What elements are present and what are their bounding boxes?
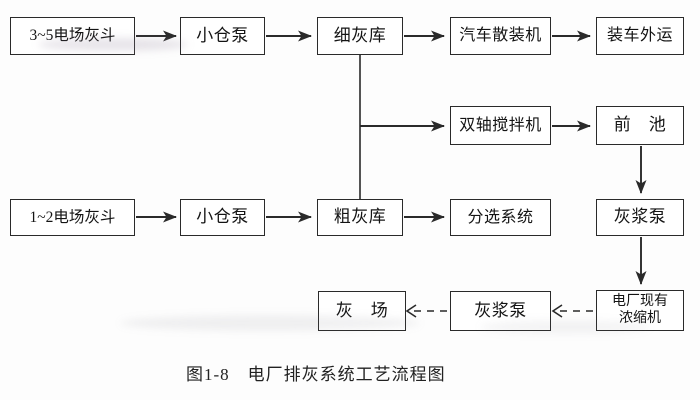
node-truck-bulk-loader: 汽车散装机: [450, 17, 551, 55]
chevron-into-ashyard: [405, 304, 417, 318]
chevron-into-slurryB: [551, 304, 563, 318]
node-coarse-ash-silo: 粗灰库: [317, 199, 403, 236]
node-hopper-fields-1-2: 1~2电场灰斗: [10, 199, 135, 236]
node-hopper-fields-3-5: 3~5电场灰斗: [10, 17, 135, 55]
thickener-line1: 电厂现有: [612, 293, 668, 309]
node-sorting-system: 分选系统: [450, 199, 551, 236]
node-small-bin-pump-top: 小仓泵: [180, 17, 265, 55]
node-slurry-pump-bottom: 灰浆泵: [450, 291, 551, 331]
node-fine-ash-silo: 细灰库: [317, 17, 403, 55]
node-load-out: 装车外运: [596, 17, 684, 55]
node-twin-shaft-mixer: 双轴搅拌机: [450, 106, 551, 145]
thickener-line2: 浓缩机: [619, 310, 661, 326]
node-ash-yard: 灰 场: [318, 291, 406, 331]
figure-caption: 图1-8 电厂排灰系统工艺流程图: [186, 365, 446, 384]
node-front-pool: 前 池: [596, 106, 684, 145]
node-small-bin-pump-bottom: 小仓泵: [180, 199, 265, 236]
node-slurry-pump-right: 灰浆泵: [596, 199, 684, 236]
node-existing-thickener: 电厂现有 浓缩机: [596, 290, 684, 331]
